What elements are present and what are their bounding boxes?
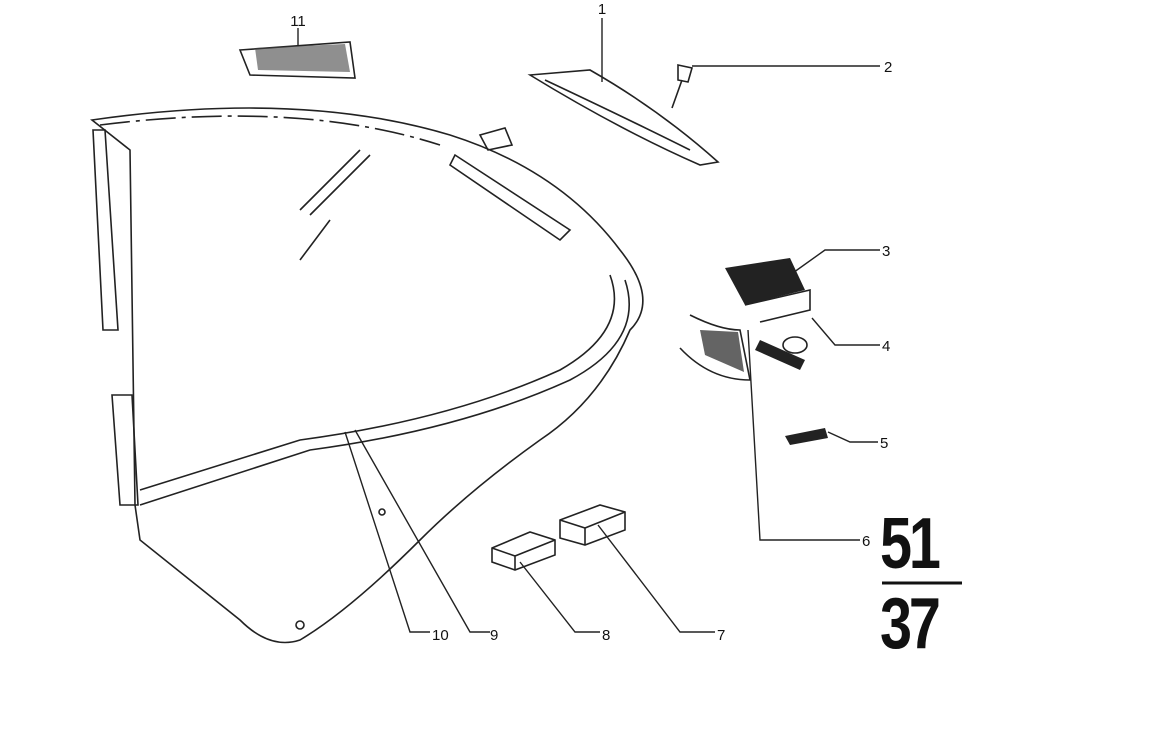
- callout-8: 8: [602, 627, 610, 644]
- callout-3: 3: [882, 243, 890, 260]
- callout-1: 1: [598, 1, 606, 18]
- group-number-sub: 37: [880, 584, 941, 664]
- callout-6: 6: [862, 533, 870, 550]
- part-3-4-hinge: [679, 258, 811, 381]
- quarter-window-glass: [90, 107, 644, 644]
- part-1-trim-strip: [527, 69, 720, 166]
- callout-5: 5: [880, 435, 888, 452]
- part-5-clip: [785, 428, 828, 445]
- clip: [478, 127, 514, 151]
- callout-2: 2: [884, 59, 892, 76]
- callout-10: 10: [432, 627, 449, 644]
- callout-4: 4: [882, 338, 890, 355]
- leader-lines: [297, 18, 880, 633]
- callout-9: 9: [490, 627, 498, 644]
- part-11-seal-strip: [238, 41, 356, 79]
- part-8-block: [491, 531, 556, 571]
- callout-11: 11: [290, 13, 306, 30]
- group-number-main: 51: [880, 504, 941, 584]
- part-7-block: [559, 504, 626, 546]
- part-2-screw: [671, 64, 694, 109]
- callout-7: 7: [717, 627, 725, 644]
